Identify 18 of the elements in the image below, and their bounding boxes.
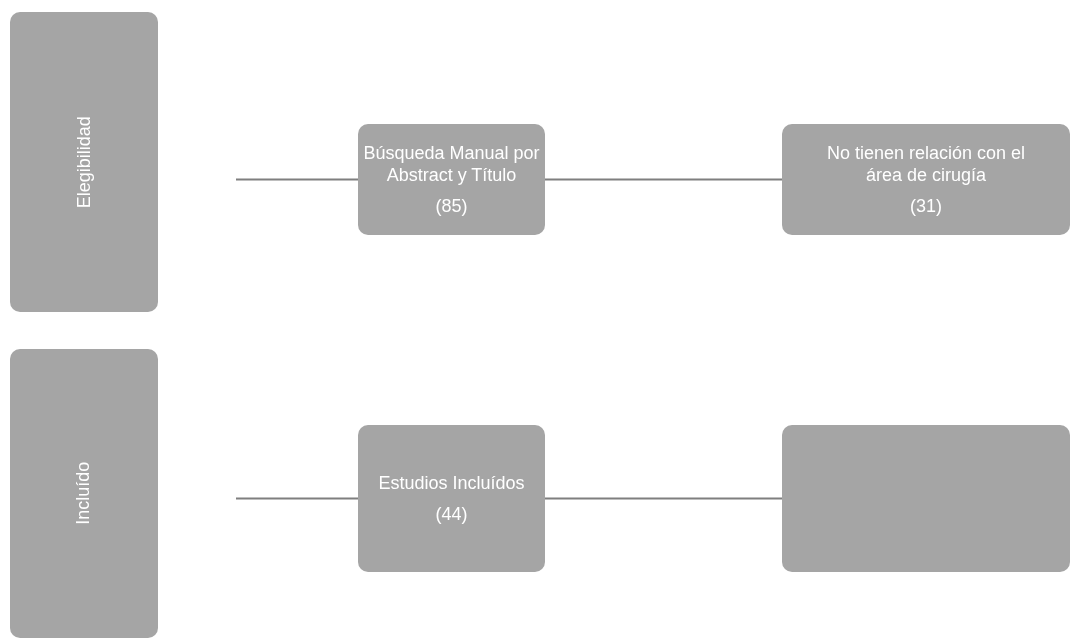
box-label: No tienen relación con el área de cirugía [825,141,1027,187]
process-box [358,425,545,572]
count-label: (85) [435,194,468,218]
box-label: Búsqueda Manual por Abstract y Título [362,141,541,187]
count-label: (31) [910,194,942,218]
empty-box [782,425,1070,572]
connector-line [235,497,359,500]
stage-band [10,349,158,638]
connector-line [235,178,359,181]
stage-band [10,12,158,312]
stage-label: Elegibilidad [72,115,95,209]
process-box [782,124,1070,235]
box-label: Estudios Incluídos [378,472,525,495]
connector-line [544,178,783,181]
process-box [358,124,545,235]
count-label: (44) [435,502,468,525]
connector-line [544,497,783,500]
stage-label: Incluído [72,462,95,525]
